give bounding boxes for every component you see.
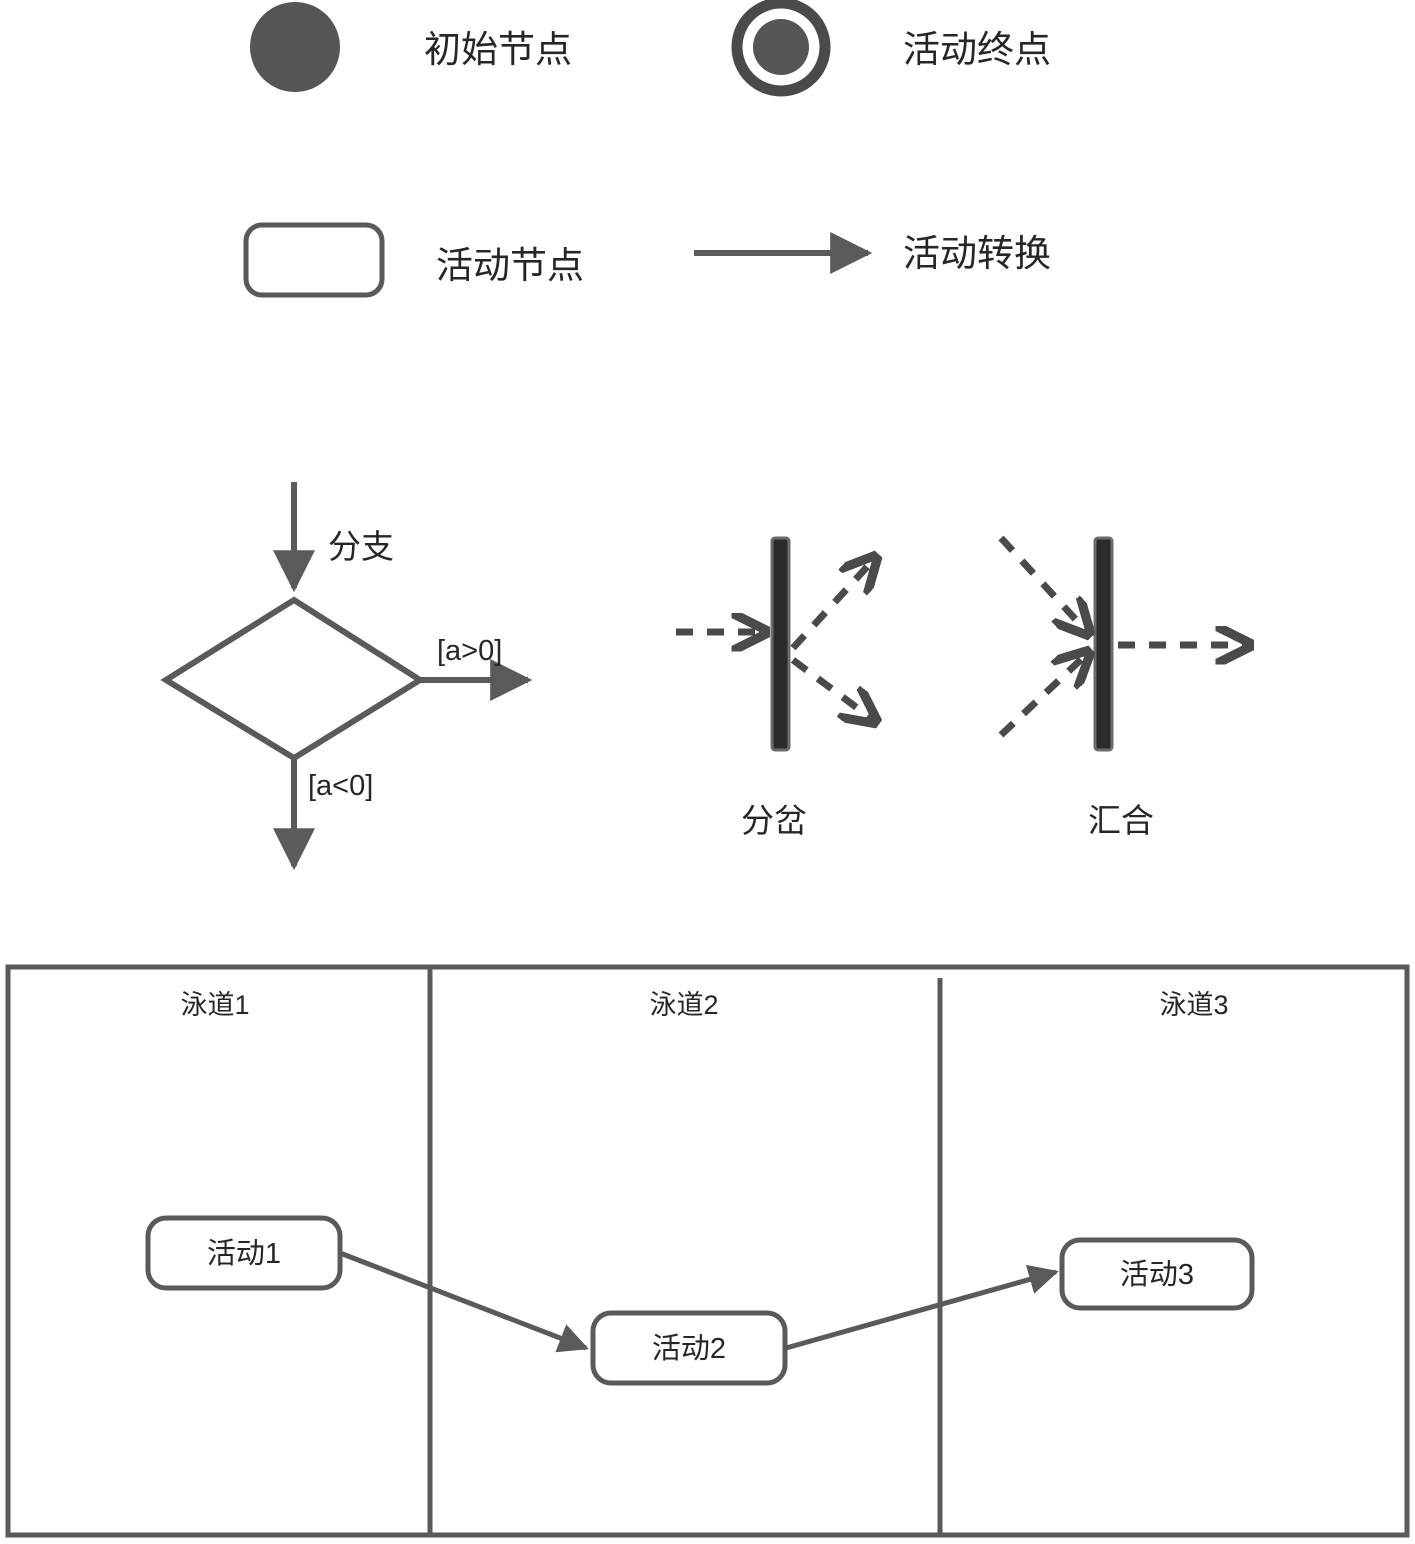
swimlane-flows (339, 1250, 1059, 1353)
decision-group (160, 482, 533, 871)
final-node-icon (731, 0, 831, 97)
fork-outgoing-arrow-down (790, 657, 876, 722)
join-incoming-arrow-upper (998, 535, 1089, 634)
fork-outgoing-arrow-up (790, 557, 876, 651)
fork-group (676, 536, 876, 752)
swimlane-1-label: 泳道1 (180, 990, 249, 1020)
activity-3-box[interactable] (1059, 1237, 1255, 1311)
activity-2-label: 活动2 (652, 1332, 726, 1365)
activity-3-label: 活动3 (1120, 1258, 1194, 1291)
join-label: 汇合 (1088, 802, 1154, 839)
activity-node-label: 活动节点 (436, 245, 584, 286)
decision-diamond (160, 596, 426, 762)
swimlane-container (5, 964, 1410, 1538)
swimlane-2-label: 泳道2 (649, 990, 718, 1020)
swimlane-outer-border (5, 964, 1410, 1538)
fork-bar (770, 536, 791, 752)
transition-label: 活动转换 (903, 233, 1051, 274)
flow-activity1-to-activity2 (339, 1250, 589, 1353)
swimlane-3-label: 泳道3 (1159, 990, 1228, 1020)
activity-2-box[interactable] (590, 1310, 788, 1386)
initial-node-icon (250, 2, 340, 92)
join-group (998, 535, 1250, 752)
activity-node-icon (243, 222, 385, 298)
initial-node-label: 初始节点 (424, 29, 572, 70)
join-incoming-arrow-lower (998, 652, 1089, 738)
flow-activity2-to-activity3 (785, 1264, 1059, 1351)
join-bar (1093, 536, 1114, 752)
activity-1-box[interactable] (145, 1215, 343, 1291)
decision-guard-down-label: [a<0] (308, 770, 373, 802)
decision-label: 分支 (328, 528, 394, 565)
fork-label: 分岔 (741, 802, 807, 839)
activity-1-label: 活动1 (207, 1237, 281, 1270)
decision-guard-right-label: [a>0] (437, 635, 502, 667)
final-node-label: 活动终点 (903, 29, 1051, 70)
